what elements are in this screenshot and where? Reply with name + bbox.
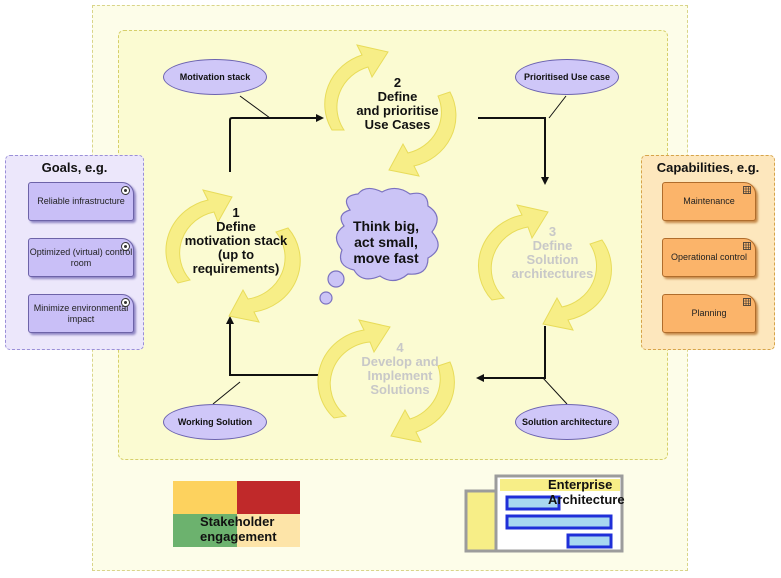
capability-grid-icon (743, 298, 751, 306)
motivation-connector (239, 95, 271, 119)
cycle-arrows-step-2 (324, 44, 457, 177)
goals-title: Goals, e.g. (41, 160, 108, 175)
capabilities-panel: Capabilities, e.g. Maintenance Operation… (641, 155, 775, 350)
prioritised-use-case-label: Prioritised Use case (523, 72, 611, 82)
cycle-arrows-step-3 (478, 204, 612, 331)
motivation-stack-label: Motivation stack (179, 72, 251, 82)
thought-cloud (319, 187, 439, 305)
capability-card[interactable]: Maintenance (662, 182, 756, 221)
capabilities-title: Capabilities, e.g. (656, 160, 760, 175)
capability-label: Planning (691, 308, 727, 318)
usecase-connector (548, 95, 567, 119)
goal-card[interactable]: Reliable infrastructure (28, 182, 134, 221)
step-2-label: 2 Define and prioritise Use Cases (356, 75, 439, 132)
step-1-label: 1 Define motivation stack (up to require… (184, 205, 288, 276)
step-4-label: 4 Develop and Implement Solutions (361, 340, 439, 397)
cycle-arrows-step-4 (317, 319, 455, 443)
solution-architecture-label: Solution architecture (521, 417, 612, 427)
motivation-stack-node[interactable]: Motivation stack (163, 59, 267, 95)
capability-card[interactable]: Planning (662, 294, 756, 333)
goals-panel: Goals, e.g. Reliable infrastructure Opti… (5, 155, 144, 350)
architecture-connector (542, 377, 568, 405)
thought-cloud-text: Think big, act small, move fast (352, 218, 420, 266)
goal-label: Reliable infrastructure (37, 196, 125, 206)
flow-arrow-4-to-1 (226, 316, 322, 376)
goal-card[interactable]: Minimize environmental impact (28, 294, 134, 333)
capability-label: Maintenance (683, 196, 735, 206)
capability-grid-icon (743, 242, 751, 250)
flow-arrow-2-to-3 (478, 117, 549, 185)
stakeholder-engagement-label: Stakeholder engagement (200, 514, 277, 544)
stakeholder-matrix-icon (173, 481, 300, 547)
working-solution-node[interactable]: Working Solution (163, 404, 267, 440)
goal-label: Minimize environmental impact (33, 302, 129, 324)
step-3-label: 3 Define Solution architectures (511, 224, 594, 281)
capability-card[interactable]: Operational control (662, 238, 756, 277)
cycle-arrows-step-1 (165, 189, 301, 323)
goal-card[interactable]: Optimized (virtual) control room (28, 238, 134, 277)
goal-label: Optimized (virtual) control room (29, 246, 133, 268)
working-connector (212, 381, 241, 405)
capability-grid-icon (743, 186, 751, 194)
goal-icon (121, 298, 130, 307)
working-solution-label: Working Solution (177, 417, 253, 427)
flow-arrow-1-to-2 (229, 114, 324, 172)
goal-icon (121, 242, 130, 251)
enterprise-architecture-label: Enterprise Architecture (548, 477, 625, 507)
prioritised-use-case-node[interactable]: Prioritised Use case (515, 59, 619, 95)
enterprise-architecture-icon (464, 474, 624, 553)
solution-architecture-node[interactable]: Solution architecture (515, 404, 619, 440)
flow-arrow-3-to-4 (476, 326, 546, 382)
capability-label: Operational control (670, 252, 748, 262)
goal-icon (121, 186, 130, 195)
